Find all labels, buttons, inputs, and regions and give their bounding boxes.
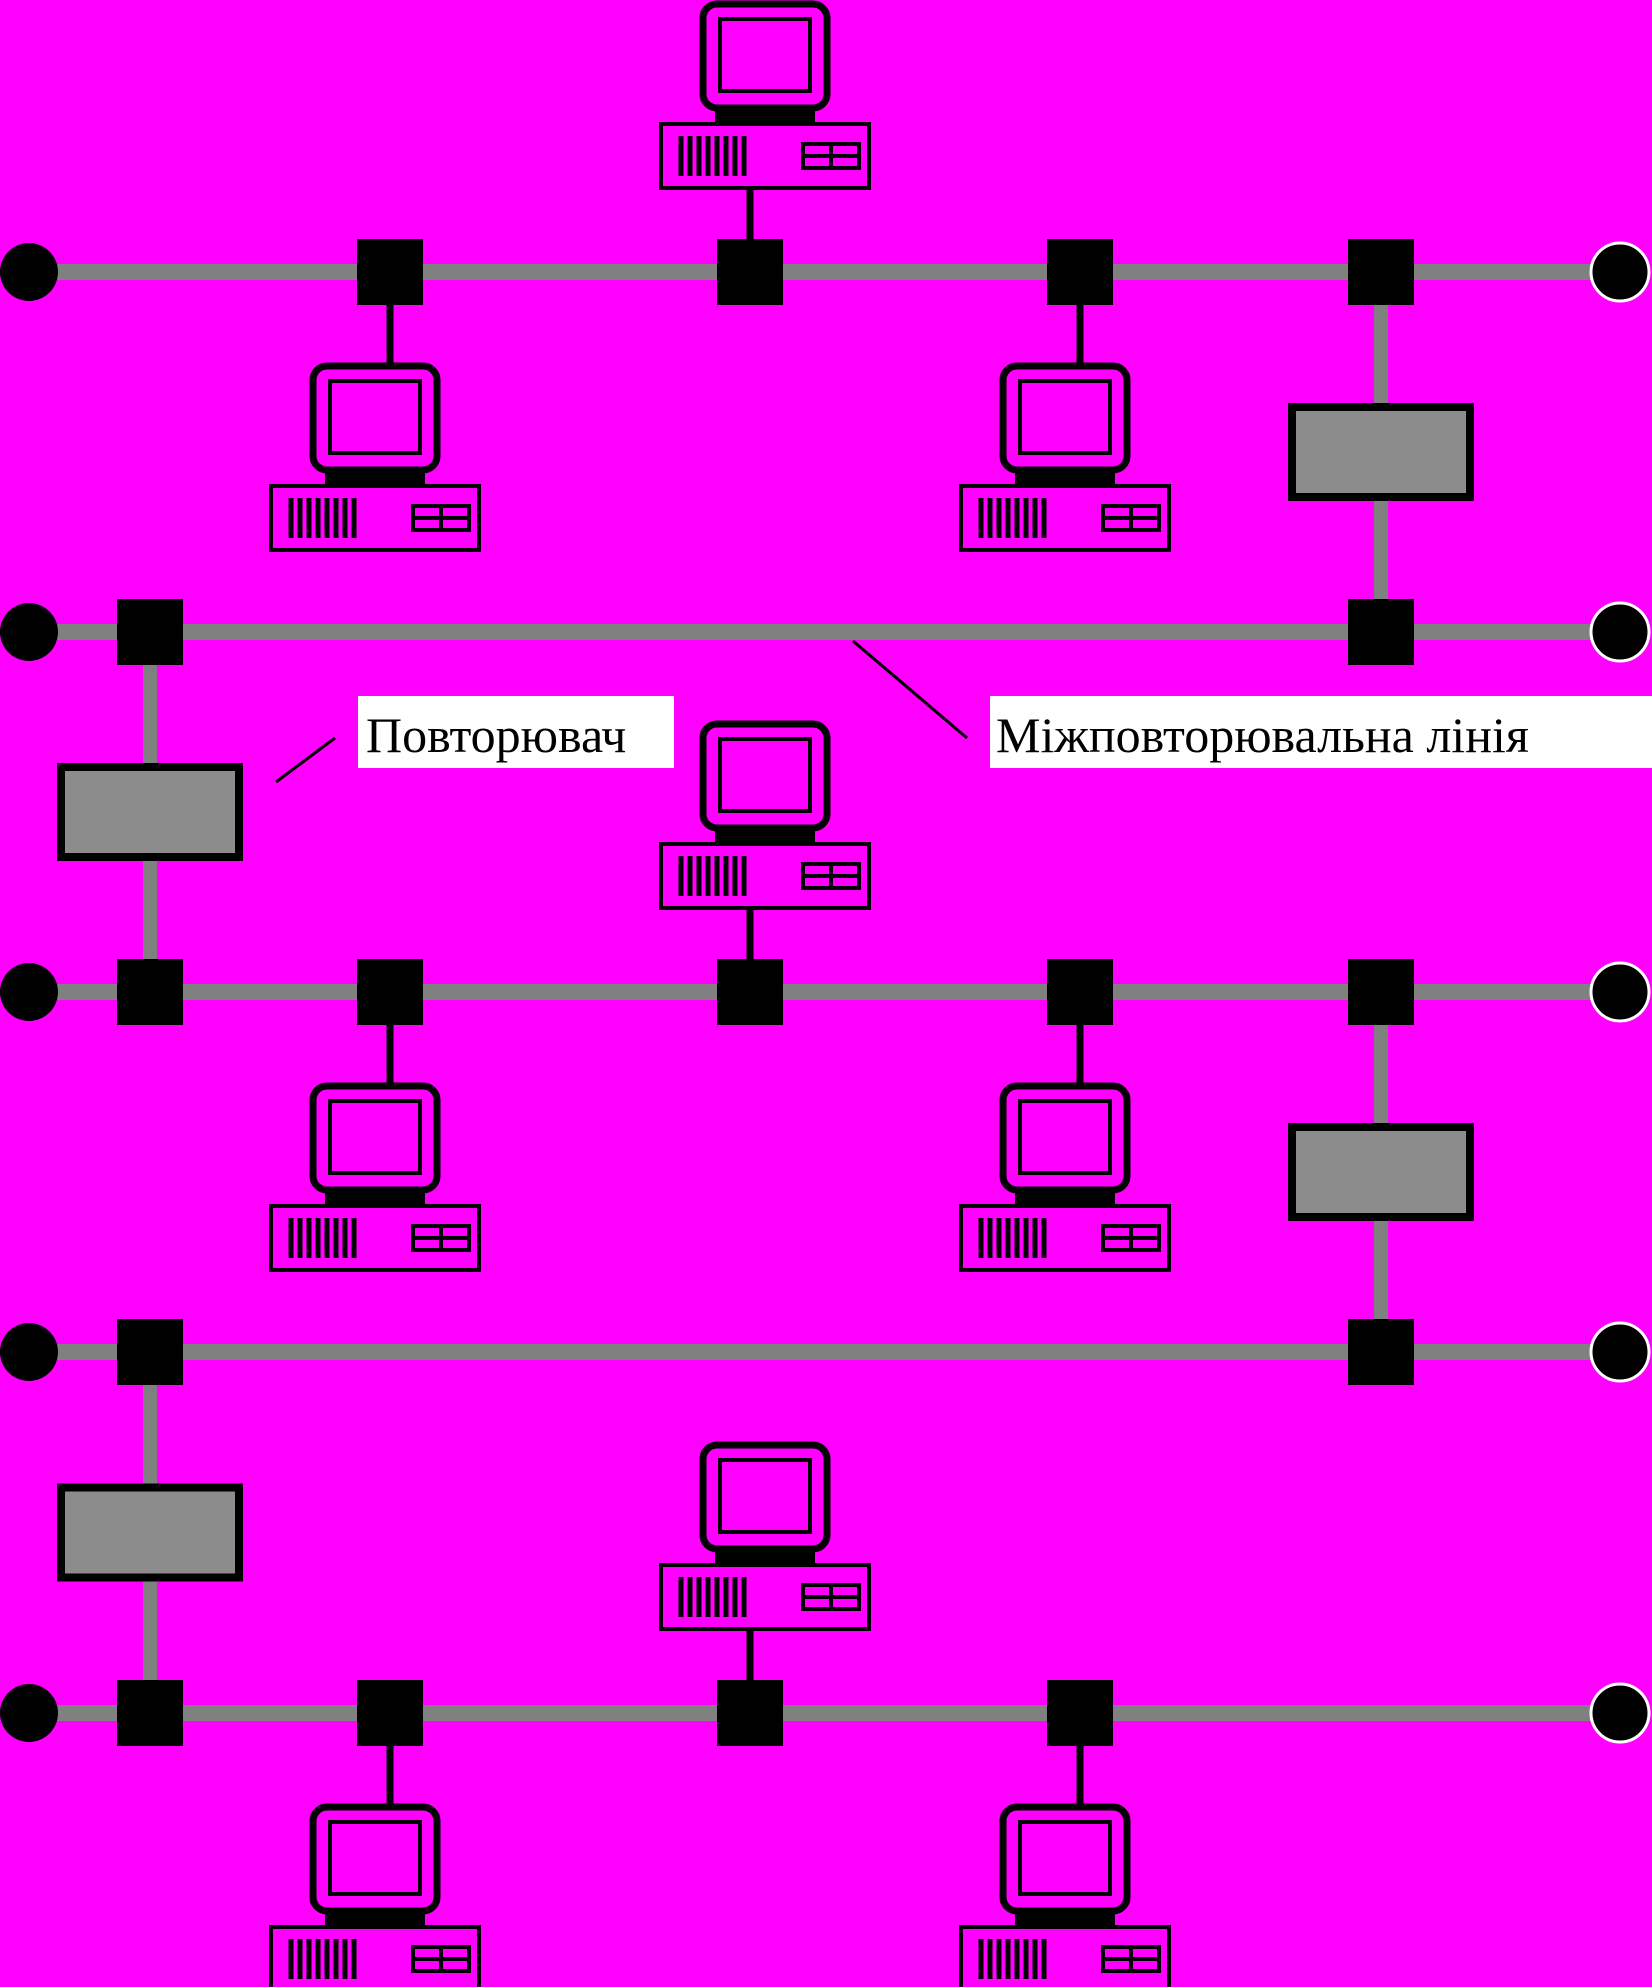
transceiver-node (357, 959, 423, 1025)
terminator-right (1589, 601, 1651, 663)
transceiver-node (1348, 1319, 1414, 1385)
transceiver-node (357, 1680, 423, 1746)
computer-icon (661, 1445, 869, 1629)
terminator-right (1589, 241, 1651, 303)
repeater-label: Повторювач (358, 696, 674, 768)
inter-repeater-link-label: Міжповторювальна лінія (990, 696, 1652, 768)
computer-icon (961, 1807, 1169, 1987)
repeater-label-pointer (275, 736, 336, 784)
nodes-layer (0, 239, 1651, 1746)
repeater-box (57, 1483, 243, 1582)
terminator-right (1589, 1321, 1651, 1383)
transceiver-node (1348, 959, 1414, 1025)
computer-icon (271, 1086, 479, 1270)
terminator-right (1589, 1682, 1651, 1744)
terminator-left (0, 1684, 58, 1742)
computer-icon (661, 724, 869, 908)
transceiver-node (117, 1680, 183, 1746)
transceiver-node (117, 959, 183, 1025)
pointers-layer (275, 639, 968, 784)
transceiver-node (117, 599, 183, 665)
repeaters-layer (57, 403, 1474, 1582)
terminator-left (0, 1323, 58, 1381)
computer-icon (271, 1807, 479, 1987)
terminator-left (0, 963, 58, 1021)
computer-icon (661, 4, 869, 188)
link-label-pointer (852, 639, 968, 740)
transceiver-node (717, 239, 783, 305)
repeater-box (57, 763, 243, 861)
transceiver-node (717, 959, 783, 1025)
transceiver-node (1047, 959, 1113, 1025)
repeater-box (1288, 1123, 1474, 1221)
computer-icon (271, 366, 479, 550)
terminator-left (0, 243, 58, 301)
transceiver-node (1047, 239, 1113, 305)
transceiver-node (1348, 239, 1414, 305)
transceiver-node (1047, 1680, 1113, 1746)
terminator-right (1589, 961, 1651, 1023)
transceiver-node (717, 1680, 783, 1746)
transceiver-node (117, 1319, 183, 1385)
transceiver-node (357, 239, 423, 305)
computer-icon (961, 366, 1169, 550)
repeater-box (1288, 403, 1474, 501)
computer-icon (961, 1086, 1169, 1270)
transceiver-node (1348, 599, 1414, 665)
terminator-left (0, 603, 58, 661)
